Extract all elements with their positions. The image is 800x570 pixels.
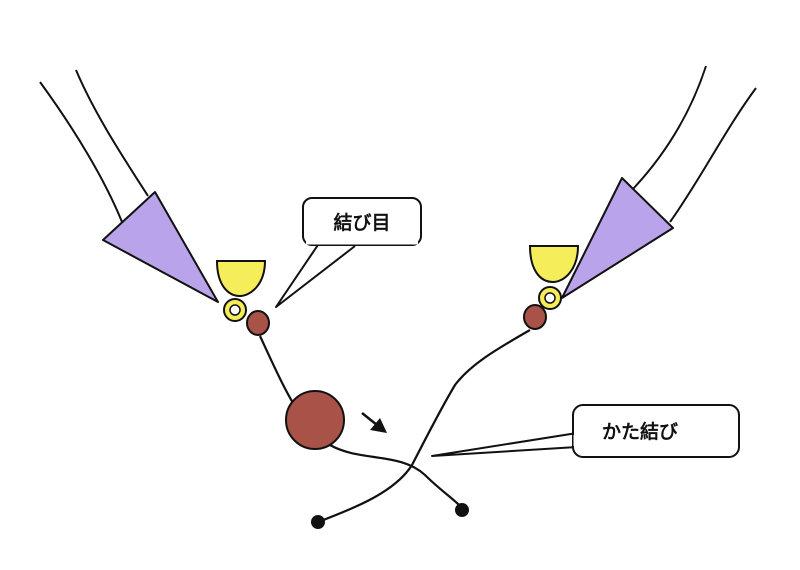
overhand-knot-callout-box [572, 404, 740, 458]
right-line-outer [631, 65, 707, 191]
left-line-inner [75, 69, 149, 197]
left-big-bead [285, 390, 345, 450]
left-leader-line [259, 335, 463, 509]
right-swivel-cap [528, 245, 580, 284]
right-line-inner [669, 87, 757, 223]
overhand-knot-callout: かた結び [431, 404, 740, 458]
left-float [102, 191, 219, 303]
left-line-end-dot [455, 503, 469, 517]
left-rig [39, 69, 469, 517]
left-snap-ring-hole [229, 304, 241, 316]
knot-point-label: 結び目 [333, 211, 390, 234]
left-bead [246, 310, 270, 336]
knot-point-callout-pointer [275, 235, 356, 308]
right-line-end-dot [311, 515, 325, 529]
left-swivel-cap [215, 260, 267, 298]
overhand-knot-label: かた結び [602, 420, 678, 443]
knot-point-callout: 結び目 [275, 197, 422, 308]
knot-point-callout-box [302, 197, 422, 246]
right-rig [311, 65, 757, 529]
right-float [561, 177, 674, 299]
overhand-knot-callout-pointer [431, 432, 578, 457]
right-snap-ring-hole [544, 292, 556, 304]
right-leader-line [317, 329, 531, 524]
right-bead [523, 304, 547, 330]
arrow-right-down-icon [361, 412, 387, 433]
left-line-outer [39, 81, 123, 223]
